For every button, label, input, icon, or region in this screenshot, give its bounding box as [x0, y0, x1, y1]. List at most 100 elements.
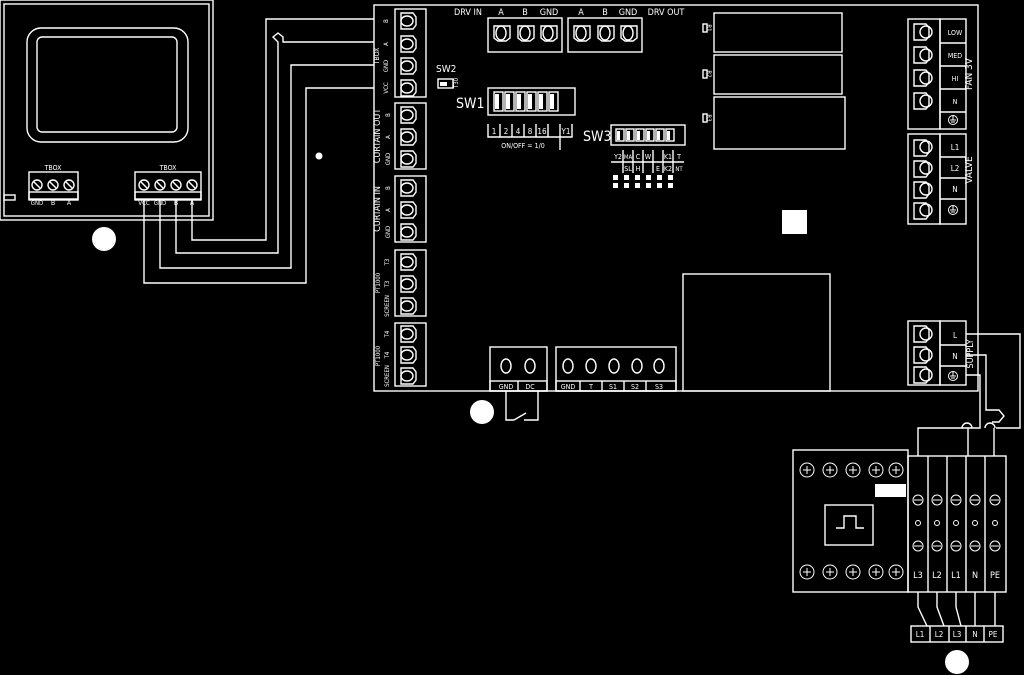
sw3-top: K1 [664, 153, 672, 161]
tbox-right-pin: A [190, 199, 195, 207]
tbox-left-title: TBOX [44, 164, 63, 172]
curtain-in-title: CURTAIN IN [373, 186, 383, 232]
pt1000-pin: T3 [384, 259, 391, 267]
curtain-in-pin: B [385, 186, 392, 190]
tbox-right-pin: VCC [138, 200, 149, 207]
sensor-pin: S2 [631, 383, 639, 391]
drv-out-title: DRV OUT [648, 8, 685, 18]
tbox-wires [143, 18, 374, 284]
marker-dot [315, 152, 323, 160]
breaker-label: L1 [951, 571, 961, 581]
breaker-output-label: N [972, 630, 977, 639]
tbox-block-title: TBOX [373, 47, 381, 66]
tbox-right-pin: B [174, 199, 178, 207]
tbox-block [394, 8, 427, 98]
tbox-pin: GND [383, 60, 390, 72]
sw1-weight: 16 [537, 127, 547, 136]
thermostat-panel [0, 0, 214, 221]
sw3-top: T [676, 153, 681, 161]
sw1-label: SW1 [456, 96, 484, 112]
drv-out-block [567, 17, 643, 53]
sw3-bottom: NT [675, 166, 683, 173]
curtain-in-pin: A [385, 208, 392, 212]
sw3-dip-switch [610, 124, 686, 173]
curtain-in-pin: GND [385, 226, 392, 238]
drv-in-pin: A [498, 8, 504, 18]
sw3-bottom: K2 [664, 165, 672, 173]
sensor-pin: T [588, 383, 593, 391]
sw2-switch [437, 78, 454, 89]
fan-terminal-block [907, 18, 967, 130]
pt1000-block-1 [394, 249, 427, 317]
fan-pin: LOW [948, 29, 963, 37]
pt1000-pin: SCREEN [384, 365, 391, 387]
breaker-output-wires [910, 592, 1004, 643]
sw1-weight: Y1 [561, 127, 571, 136]
sw3-top: C [636, 153, 641, 161]
tbox-left-pin: GND [31, 200, 43, 207]
callout-circle-breaker [945, 650, 969, 674]
ic-chip [682, 273, 831, 392]
relay-code: R1 [705, 24, 712, 31]
sw1-weight: 1 [492, 127, 497, 136]
breaker-output-label: PE [989, 630, 998, 639]
tbox-right-pin: GND [154, 200, 166, 207]
supply-label: SUPPLY [966, 339, 976, 368]
pt1000-pin: T3 [384, 281, 391, 289]
breaker-output-label: L3 [953, 630, 962, 639]
tbox-left-pin: A [67, 199, 72, 207]
curtain-out-title: CURTAIN OUT [373, 109, 383, 164]
sw1-dip-switch [487, 87, 576, 150]
valve-terminal-block [907, 133, 967, 225]
sw3-bottom: E [656, 165, 660, 173]
main-board [373, 4, 979, 392]
curtain-out-pin: B [385, 113, 392, 117]
dc-pin: DC [525, 383, 535, 391]
sw3-top: Y2 [613, 153, 622, 161]
callout-circle-thermostat [92, 227, 116, 251]
tbox-left-pin: B [51, 199, 55, 207]
drv-in-pin: B [522, 8, 528, 18]
sw3-bottom: SL [624, 165, 632, 173]
curtain-out-pin: GND [385, 153, 392, 165]
contactor-label-plate [875, 484, 906, 497]
pt1000-title-1: PT1000 [375, 272, 382, 293]
tbox-pin: B [383, 19, 390, 23]
valve-pin: N [952, 185, 957, 194]
tbox-right-title: TBOX [159, 164, 178, 172]
drv-in-block [487, 17, 563, 53]
valve-pin: L2 [951, 164, 960, 173]
tbox-pin: VCC [383, 82, 390, 93]
sw1-weight: 8 [528, 127, 533, 136]
pt1000-block-2 [394, 322, 427, 387]
tbox-terminal-left [28, 171, 79, 201]
callout-circle-dc [470, 400, 494, 424]
dc-pin: GND [499, 383, 514, 391]
sw3-bottom: H [636, 165, 641, 173]
relay-code: R3 [705, 114, 712, 121]
relay-code: R2 [705, 70, 712, 77]
drv-in-title: DRV IN [454, 8, 482, 18]
supply-terminal-block [907, 320, 967, 386]
curtain-out-pin: A [385, 135, 392, 139]
sw3-top: W [645, 153, 652, 161]
supply-pin: N [952, 352, 957, 361]
fan-label: FAN 3V [964, 57, 975, 90]
valve-pin: L1 [951, 143, 960, 152]
relay-stack [702, 12, 846, 150]
fan-pin: MED [948, 52, 962, 60]
breaker-module [907, 455, 1007, 593]
sensor-pin: S3 [655, 383, 663, 391]
breaker-label: L2 [932, 571, 942, 581]
breaker-label: L3 [913, 571, 923, 581]
drv-out-pin: A [578, 8, 584, 18]
fan-pin: HI [952, 75, 959, 83]
tbox-terminal-right [134, 171, 202, 201]
pt1000-pin: T4 [384, 351, 391, 359]
supply-pin: L [953, 331, 957, 340]
pt1000-pin: T4 [384, 330, 391, 338]
curtain-in-block [394, 175, 427, 243]
drv-out-pin: B [602, 8, 608, 18]
contactor [792, 449, 909, 593]
sw1-weight: 2 [504, 127, 509, 136]
